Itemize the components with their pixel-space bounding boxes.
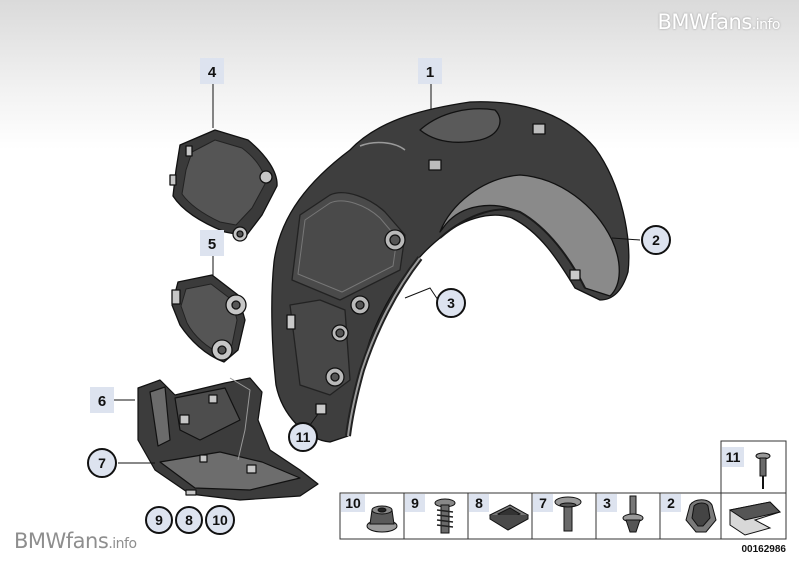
cell-label-2: 2 [667,495,675,511]
part-wheel-arch-liner[interactable] [271,101,630,443]
svg-text:3: 3 [447,295,455,311]
watermark-suffix: .info [751,17,781,33]
callout-3[interactable]: 3 [436,288,466,318]
part-cover-upper[interactable] [169,129,278,242]
callout-6[interactable]: 6 [90,387,114,413]
callout-4[interactable]: 4 [200,58,224,84]
fastener-bolt-7[interactable] [554,496,582,532]
svg-text:9: 9 [155,512,163,528]
callout-10[interactable]: 10 [205,505,235,535]
svg-text:6: 6 [98,393,106,410]
leader-lines [111,83,641,464]
svg-text:5: 5 [208,236,216,253]
callout-1[interactable]: 1 [418,58,442,84]
reference-code: 00162986 [742,544,787,555]
cell-label-10: 10 [345,495,361,511]
fastener-screw-9[interactable] [434,498,456,534]
watermark-bottom: BMWfans.info [14,529,137,553]
svg-text:2: 2 [652,232,660,248]
cell-label-3: 3 [603,495,611,511]
watermark-suffix: .info [108,536,137,552]
cell-label-7: 7 [539,495,547,511]
cell-label-9: 9 [411,495,419,511]
watermark-brand: BMWfans [657,10,752,34]
svg-text:8: 8 [185,512,193,528]
arrow-shape-icon [728,501,781,536]
watermark-brand: BMWfans [14,529,109,553]
watermark-top: BMWfans.info [657,10,780,34]
part-cover-middle[interactable] [171,274,247,363]
callout-2[interactable]: 2 [641,225,671,255]
svg-text:4: 4 [208,64,217,81]
part-splash-shield[interactable] [137,377,319,501]
svg-text:10: 10 [212,512,228,528]
fastener-panel: 11 10 9 8 7 3 2 [339,440,787,540]
callout-7[interactable]: 7 [87,448,117,478]
callout-11[interactable]: 11 [288,422,318,452]
fastener-stud-3[interactable] [622,495,644,533]
cell-label-11: 11 [726,449,741,465]
callout-5[interactable]: 5 [200,230,224,256]
callout-8[interactable]: 8 [175,506,203,534]
fastener-rivet-11[interactable] [755,452,771,489]
fastener-expansion-nut-2[interactable] [685,499,717,533]
cell-label-8: 8 [475,495,483,511]
svg-text:11: 11 [296,429,311,445]
fastener-nut-10[interactable] [366,505,398,533]
svg-text:7: 7 [98,455,106,471]
svg-text:1: 1 [426,64,434,81]
callout-9[interactable]: 9 [145,506,173,534]
fastener-clip-8[interactable] [488,504,530,531]
